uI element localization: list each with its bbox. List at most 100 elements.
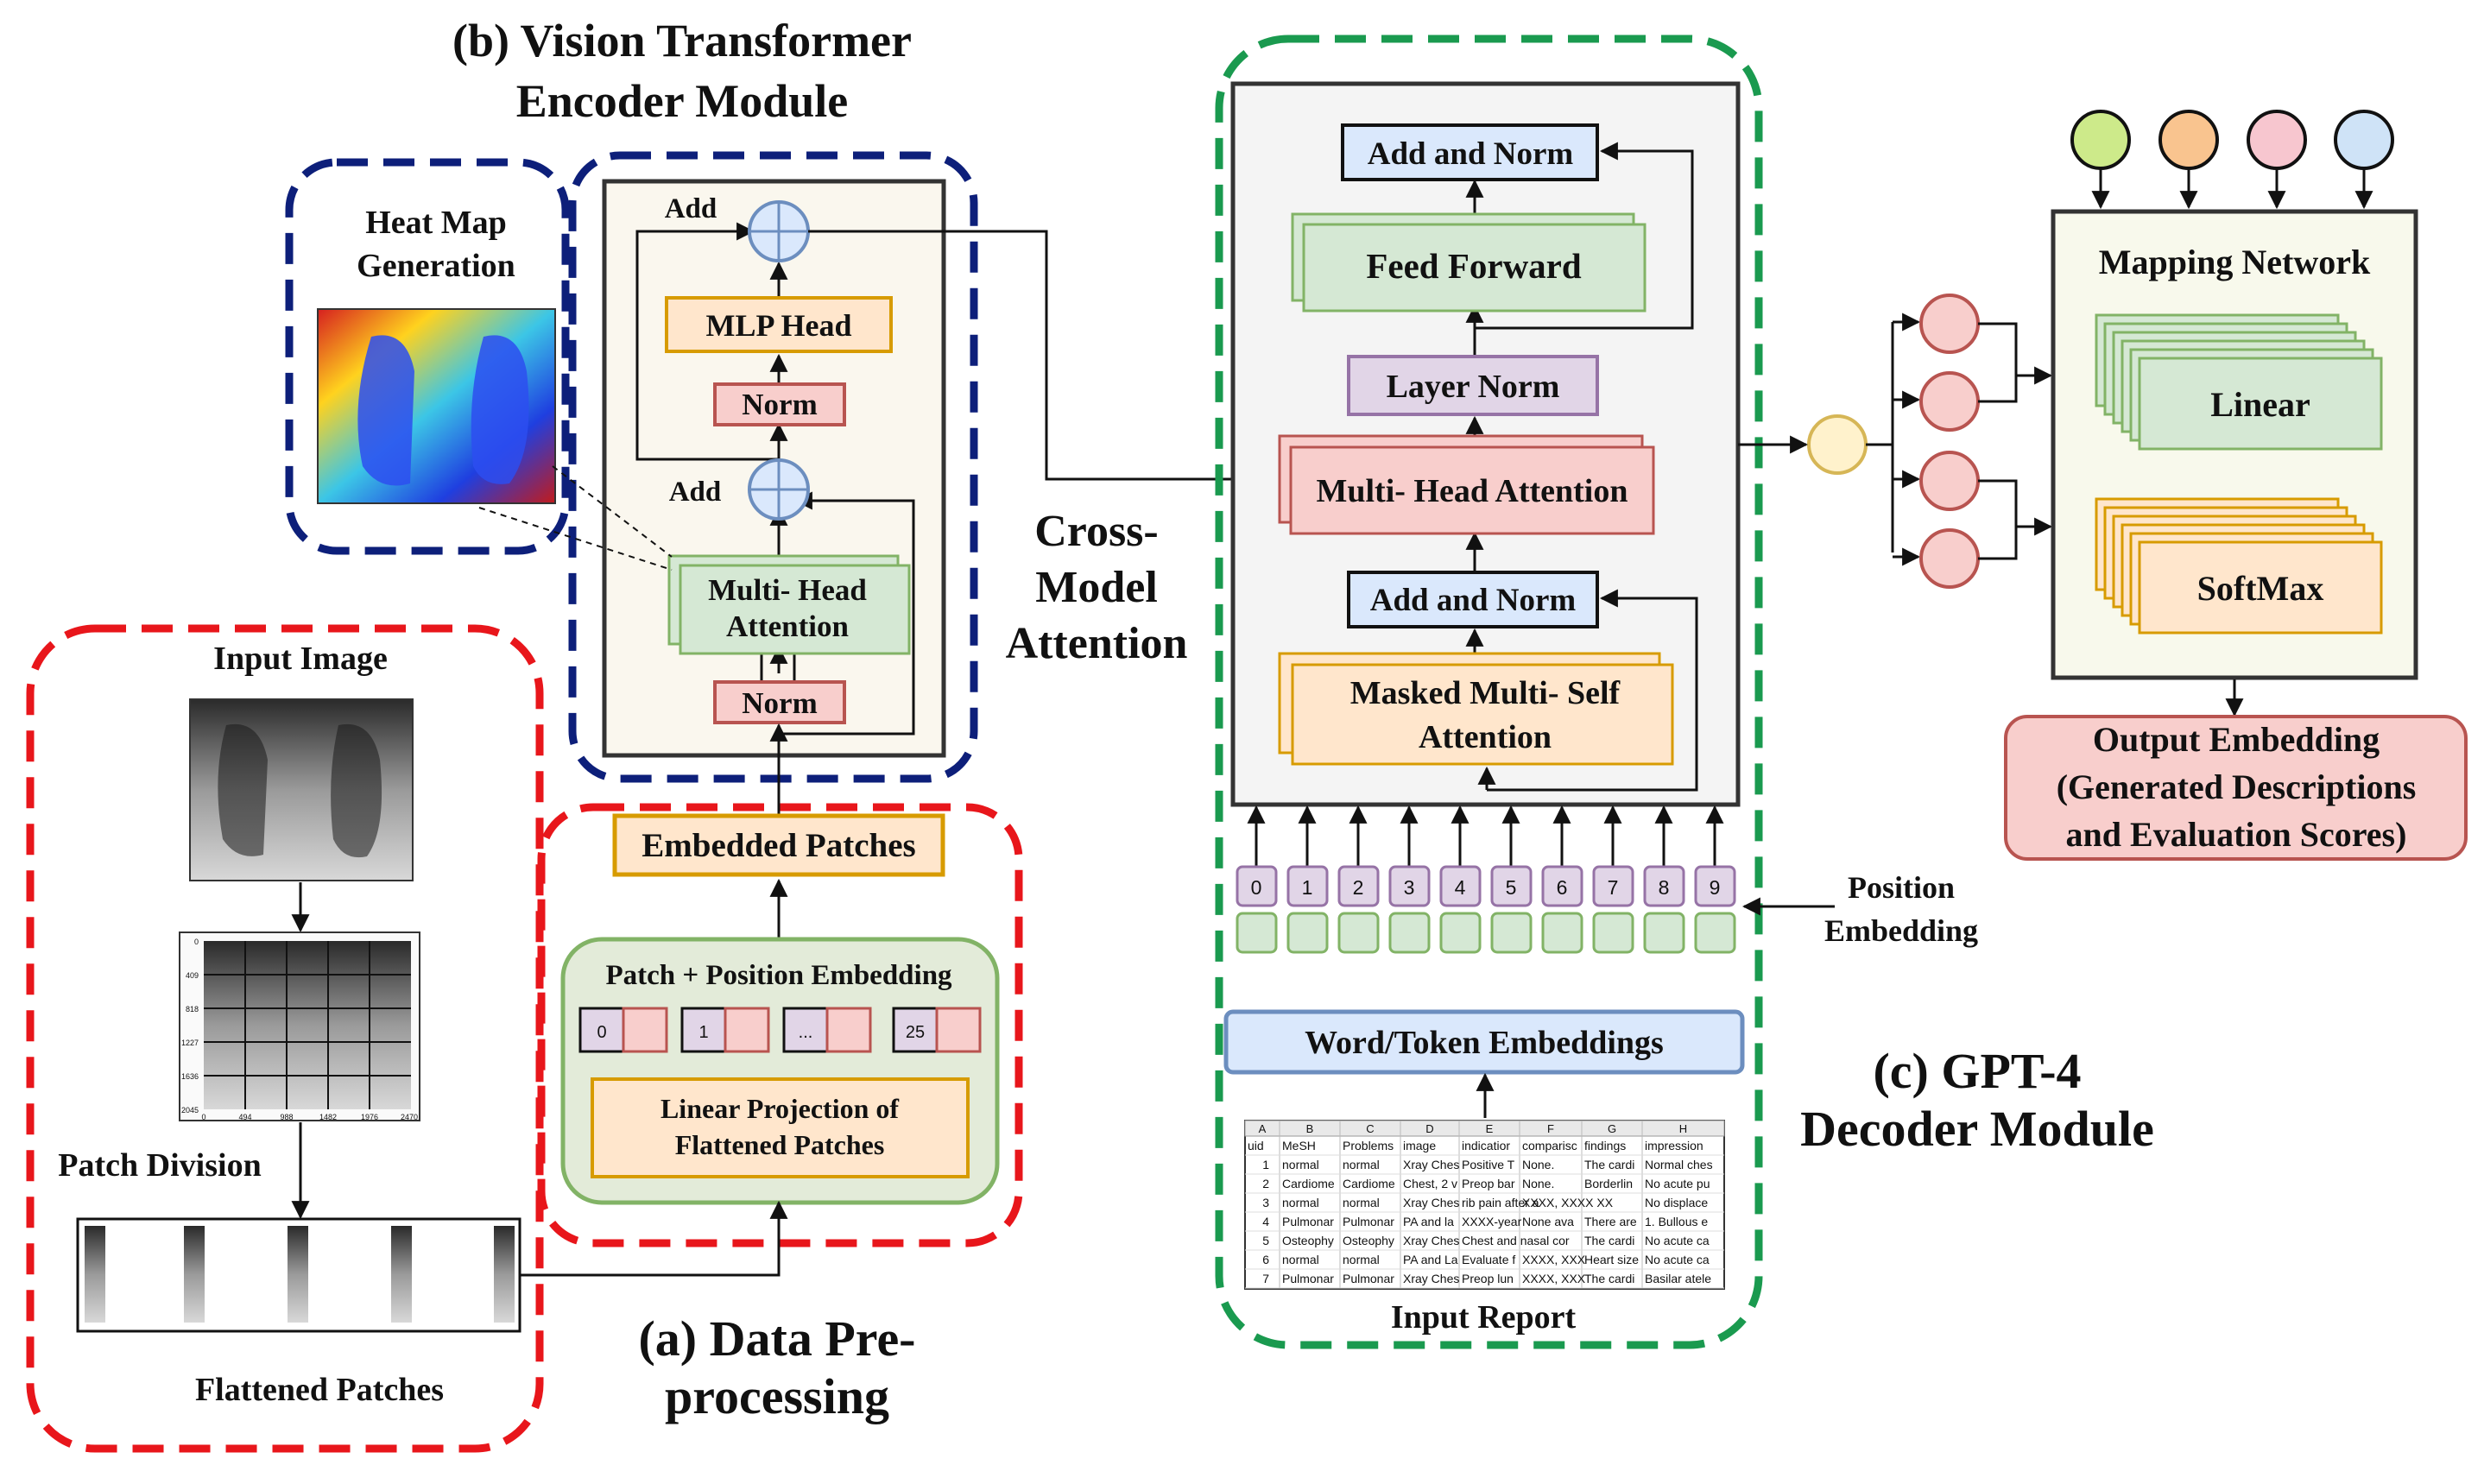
position-embedding-line-1: Position — [1848, 870, 1955, 905]
position-token-7: 7 — [1592, 805, 1634, 954]
hidden-circle-1 — [1919, 294, 1980, 354]
vit-norm-bottom-label: Norm — [742, 686, 817, 720]
report-col-letter: F — [1547, 1122, 1554, 1135]
report-cell: Positive T — [1462, 1158, 1515, 1171]
masked-attention-box — [1291, 663, 1674, 766]
position-token-0: 0 — [1236, 805, 1278, 954]
gpt-title-line-2: Decoder Module — [1800, 1101, 2154, 1157]
vit-norm-top-label: Norm — [742, 388, 817, 421]
linear-stack: Linear — [2095, 313, 2383, 451]
linear-projection-line-1: Linear Projection of — [661, 1093, 899, 1124]
feed-forward-box — [1302, 223, 1647, 313]
position-token-4: 4 — [1439, 805, 1482, 954]
report-cell: Pulmonar — [1282, 1215, 1334, 1228]
report-cell: Pulmonar — [1282, 1272, 1334, 1285]
report-cell: 3 — [1262, 1196, 1269, 1209]
linear-projection-line-2: Flattened Patches — [675, 1129, 885, 1160]
top-circle-3 — [2247, 110, 2307, 170]
position-token-3: 3 — [1388, 805, 1431, 954]
report-cell: Borderlin — [1584, 1177, 1633, 1190]
report-cell: None. — [1522, 1177, 1554, 1190]
report-cell: XXXX-year — [1462, 1215, 1522, 1228]
report-cell: 1 — [1262, 1158, 1269, 1171]
position-label-0: 0 — [1251, 876, 1262, 899]
report-cell: MeSH — [1282, 1139, 1316, 1152]
vit-title-line-2: Encoder Module — [516, 75, 849, 127]
patch-grid-xray — [204, 941, 411, 1109]
patch-grid-lines — [204, 941, 411, 1109]
report-cell: There are — [1584, 1215, 1637, 1228]
input-image-label: Input Image — [213, 641, 388, 677]
position-label-6: 6 — [1557, 876, 1568, 899]
feed-forward-label: Feed Forward — [1366, 246, 1582, 286]
report-cell: Heart size — [1584, 1253, 1639, 1266]
position-token-8: 8 — [1643, 805, 1685, 954]
report-cell: Cardiome — [1282, 1177, 1335, 1190]
report-cell: indicatior — [1462, 1139, 1510, 1152]
vit-mlp-head-box — [665, 296, 893, 353]
cross-attention-line-3: Attention — [1006, 619, 1188, 668]
input-xray-lungs — [218, 723, 382, 858]
gpt-section-title: (c) GPT-4 Decoder Module — [1800, 1043, 2154, 1157]
preprocessing-dashed-border — [26, 624, 544, 1453]
patch-token-1-label: 1 — [698, 1023, 708, 1042]
report-cell: The cardi — [1584, 1272, 1634, 1285]
layer-norm-box — [1347, 355, 1599, 416]
report-cell: No acute ca — [1645, 1234, 1710, 1247]
decoder-mha-box — [1289, 445, 1655, 535]
report-cell: normal — [1282, 1253, 1319, 1266]
vit-mha-box — [679, 564, 911, 655]
report-cell: normal — [1343, 1158, 1380, 1171]
output-embedding-line-3: and Evaluation Scores) — [2066, 815, 2407, 854]
report-cell: Chest, 2 v — [1403, 1177, 1457, 1190]
report-col-letter: C — [1366, 1122, 1374, 1135]
report-cell: Problems — [1343, 1139, 1394, 1152]
aggregate-circle — [1807, 414, 1868, 475]
report-cell: No acute pu — [1645, 1177, 1710, 1190]
report-cell: Evaluate f — [1462, 1253, 1515, 1266]
position-label-7: 7 — [1608, 876, 1619, 899]
report-cell: PA and la — [1403, 1215, 1454, 1228]
report-cell: uid — [1248, 1139, 1264, 1152]
patch-token-25: 25 — [892, 1007, 982, 1053]
vit-encoder-panel: Add Add MLP Head Norm Multi- Head Attent… — [568, 151, 978, 783]
heatmap-panel: Heat Map Generation — [285, 158, 570, 555]
report-cell: No displace — [1645, 1196, 1708, 1209]
grid-axis-y-2: 818 — [186, 1005, 199, 1014]
report-cell: Normal ches — [1645, 1158, 1713, 1171]
position-label-1: 1 — [1302, 876, 1313, 899]
report-cell: 6 — [1262, 1253, 1269, 1266]
report-col-letter: D — [1425, 1122, 1433, 1135]
patch-token-25-label: 25 — [906, 1023, 925, 1042]
report-cell: XXXX, XXX — [1522, 1253, 1586, 1266]
preproc-title-line-2: processing — [665, 1368, 889, 1424]
report-cell: Xray Ches — [1403, 1272, 1459, 1285]
position-token-5: 5 — [1490, 805, 1533, 954]
report-cell: impression — [1645, 1139, 1703, 1152]
report-cell: Osteophy — [1343, 1234, 1394, 1247]
masked-attention-line-1: Masked Multi- Self — [1350, 675, 1621, 711]
embedded-patches-label: Embedded Patches — [642, 827, 915, 864]
report-cell: XXXX, XXXX XX — [1522, 1196, 1614, 1209]
output-embedding-line-2: (Generated Descriptions — [2057, 767, 2417, 806]
hidden-circle-2 — [1919, 371, 1980, 432]
embedding-panel: Embedded Patches Patch + Position Embedd… — [537, 723, 1023, 1247]
cross-attention-line-2: Model — [1035, 563, 1158, 612]
patch-token-0-label: 0 — [597, 1023, 606, 1042]
mapping-network-title: Mapping Network — [2099, 243, 2371, 281]
report-col-letter: G — [1608, 1122, 1616, 1135]
decoder-dashed-border — [1215, 35, 1763, 1349]
vit-mha-label-line-1: Multi- Head — [708, 573, 867, 607]
softmax-stack: SoftMax — [2095, 497, 2383, 635]
preprocessing-section-title: (a) Data Pre- processing — [638, 1310, 915, 1424]
patch-grid-axis-x: 0 494 988 1482 1976 2470 — [201, 1113, 418, 1121]
gpt-title-line-1: (c) GPT-4 — [1873, 1043, 2081, 1099]
grid-axis-y-0: 0 — [194, 938, 199, 946]
report-cell: comparisc — [1522, 1139, 1577, 1152]
decoder-add-norm-top-label: Add and Norm — [1368, 136, 1574, 172]
patch-token-ellipsis-label: ... — [799, 1023, 813, 1042]
grid-axis-x-2: 988 — [280, 1113, 293, 1121]
position-label-5: 5 — [1506, 876, 1517, 899]
report-cell: Preop lun — [1462, 1272, 1514, 1285]
